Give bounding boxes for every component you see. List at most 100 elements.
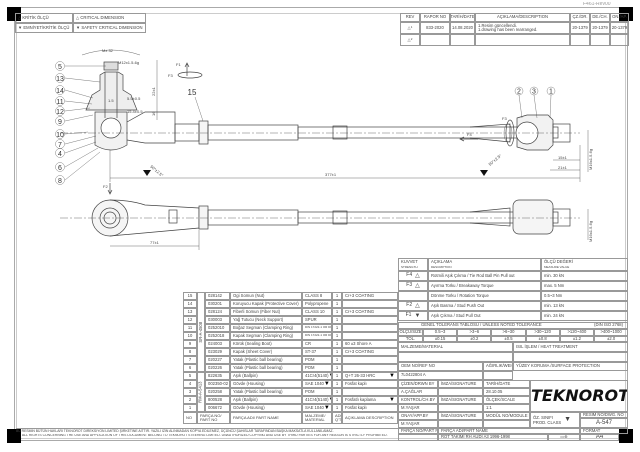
part-no: 4 xyxy=(183,380,197,388)
force-f3-label: F3 xyxy=(502,116,507,121)
part-part-no: 020227 xyxy=(205,356,230,364)
drawn-signature xyxy=(438,388,483,396)
tolerance-range: >3~6 xyxy=(457,329,492,336)
rev-number: △1 xyxy=(400,22,420,34)
svg-text:7: 7 xyxy=(58,142,62,149)
part-no: 3 xyxy=(183,388,197,396)
rev-header: DE./CH. xyxy=(590,13,610,22)
part-qty: 1 xyxy=(332,380,342,388)
part-material: ST-37 xyxy=(302,348,332,356)
rev-header: TARİH/DATE xyxy=(450,13,475,22)
callout-12: 12 xyxy=(55,106,65,116)
part-part-no: 002350-02 xyxy=(205,380,230,388)
parts-header-desc: AÇIKLAMA DESCRIPTION xyxy=(342,412,398,424)
critical-triangle-icon: △ xyxy=(76,14,81,20)
part-desc xyxy=(342,300,398,308)
part-material: POM xyxy=(302,356,332,364)
callout-4: 4 xyxy=(55,148,65,158)
signature-label: İMZA/SIGNATURE xyxy=(438,412,483,420)
oem-value: 7L0422804 A xyxy=(398,371,483,380)
teknorot-logo: TEKNOROT xyxy=(530,380,628,412)
part-desc: Cr+3 COATING xyxy=(342,292,398,300)
weight-label: AĞIRLIK/WEIGHT xyxy=(483,362,513,371)
part-part-no: 030201 xyxy=(205,300,230,308)
surface-label: YÜZEY KORUMA /SURFACE PROTECTION xyxy=(513,362,628,371)
rev-description xyxy=(475,34,570,46)
critical-triangle-icon: △ xyxy=(415,302,420,309)
part-name: Boğaz Segman (Clamping Ring) xyxy=(230,324,302,332)
tolerance-range: >120~400 xyxy=(559,329,594,336)
rev-drawn: 20-1379 xyxy=(570,22,590,34)
part-name: Fiberli Somun (Fiber Nut) xyxy=(230,308,302,316)
part-part-no: 800528 xyxy=(205,396,230,404)
module-label: MODÜL NO/MODULE NO xyxy=(483,412,530,420)
part-name-label: PARÇA ADI/PART NAME xyxy=(438,428,580,434)
part-desc: Q+T 26-33 HRC▼ xyxy=(342,372,398,380)
part-no: 13 xyxy=(183,308,197,316)
part-desc xyxy=(342,364,398,372)
rev-number: △2 xyxy=(400,34,420,46)
module-value xyxy=(483,420,530,428)
corner-mark xyxy=(619,7,633,21)
format-value: A4 xyxy=(580,434,619,441)
drawn-value: A.ÇAĞLAR xyxy=(398,388,438,396)
part-no: 9 xyxy=(183,340,197,348)
force-value: min. 24 kN xyxy=(541,311,628,321)
part-no: 10 xyxy=(183,332,197,340)
callout-10: 10 xyxy=(55,129,65,139)
part-name: Yağ Tutucu (Neck Support) xyxy=(230,316,302,324)
safety-triangle-icon: ▼ xyxy=(323,380,330,387)
part-desc: 60 ±3 Shore A xyxy=(342,340,398,348)
part-material: DIN 17222-1 OR DIN17223/II xyxy=(302,332,332,340)
rev-header: ÇZ./DR. xyxy=(570,13,590,22)
tolerance-tol-label: TOL. xyxy=(398,336,423,342)
part-no: 5 xyxy=(183,372,197,380)
callout-3: 3 xyxy=(529,86,539,96)
critical-triangle-icon: △ xyxy=(407,24,411,30)
callout-6: 6 xyxy=(55,162,65,172)
part-qty: 1 xyxy=(332,396,342,404)
part-material: POM xyxy=(302,364,332,372)
material-value xyxy=(398,352,513,362)
part-name: Yatak (Plastic ball bearing) xyxy=(230,388,302,396)
part-desc xyxy=(342,316,398,324)
part-material: SAE 1040▼ xyxy=(302,380,332,388)
approve-label: ONAY/APP.BY xyxy=(398,412,438,420)
tolerance-range: >400~1000 xyxy=(594,329,629,336)
check-value: M.YAŞAR xyxy=(398,404,438,412)
part-material: POM xyxy=(302,388,332,396)
part-no-value xyxy=(398,434,438,441)
weight-value xyxy=(483,371,513,380)
part-qty: 1 xyxy=(332,404,342,412)
force-f1-label: F1 xyxy=(176,62,181,67)
dim-height2: 16 xyxy=(151,111,156,116)
critical-triangle-icon: △ xyxy=(407,36,411,42)
safety-triangle-icon xyxy=(480,170,488,176)
rev-checked xyxy=(590,34,610,46)
part-part-no: 006672 xyxy=(205,404,230,412)
part-name: Körük (Sealing Boot) xyxy=(230,340,302,348)
force-label xyxy=(398,291,428,301)
check-label: KONTROL/CH.BY xyxy=(398,396,438,404)
dim-a: 5.5±0.5 xyxy=(127,96,141,101)
part-material: 41Cr4(5140)▼ xyxy=(302,372,332,380)
force-label: F1▼ xyxy=(398,311,428,321)
callout-13: 13 xyxy=(55,73,65,83)
approve-value: M.YAŞAR xyxy=(398,420,438,428)
heat-treatment-label: ISIL İŞLEM / HEAT TREATMENT xyxy=(513,342,628,352)
part-desc: Fosfat kaplı xyxy=(342,404,398,412)
part-qty: 1 xyxy=(332,292,342,300)
dim-b: 15.4±0.5 xyxy=(127,109,143,114)
scale-value: 1:1 xyxy=(483,404,530,412)
part-part-no: 028142 xyxy=(205,292,230,300)
part-no-label: PARÇA NO/PART NO xyxy=(398,428,438,434)
part-material: SAE 1040▼ xyxy=(302,404,332,412)
svg-text:3: 3 xyxy=(532,89,536,96)
svg-text:8: 8 xyxy=(58,178,62,185)
svg-text:9: 9 xyxy=(58,119,62,126)
force-description: Dönme Torku / Rotation Torque xyxy=(428,291,541,301)
dim-height1: 22±1 xyxy=(151,86,156,96)
part-qty: 1 xyxy=(332,300,342,308)
dwg-value: A-547 xyxy=(580,418,628,428)
signature-label: İMZA/SIGNATURE xyxy=(438,380,483,388)
